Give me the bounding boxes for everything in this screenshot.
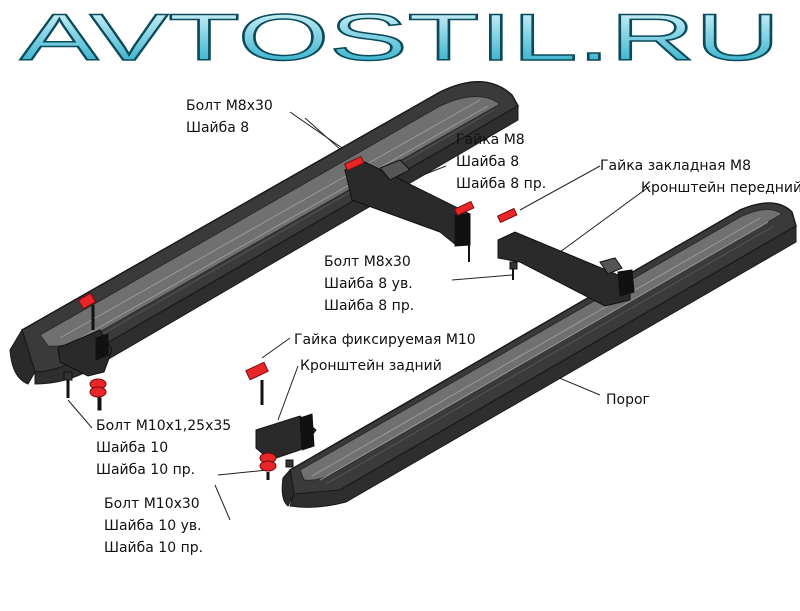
label-nut-m8-3: Шайба 8 пр. bbox=[456, 176, 546, 192]
label-bolt-m10-125-2: Шайба 10 bbox=[96, 440, 168, 456]
label-rear-bracket: Кронштейн задний bbox=[300, 358, 442, 374]
label-mid-bolt-2: Шайба 8 ув. bbox=[324, 276, 413, 292]
site-logo: AVTOSTIL.RU bbox=[19, 2, 781, 72]
front-bracket-left bbox=[344, 159, 471, 247]
left-running-board bbox=[9, 81, 520, 385]
label-embed-nut-1: Гайка закладная М8 bbox=[600, 158, 751, 174]
label-bolt-m10-2: Шайба 10 ув. bbox=[104, 518, 202, 534]
front-bracket-right bbox=[497, 231, 635, 307]
label-bolt-m10-125-3: Шайба 10 пр. bbox=[96, 462, 195, 478]
label-fix-nut: Гайка фиксируемая М10 bbox=[294, 332, 476, 348]
label-mid-bolt-3: Шайба 8 пр. bbox=[324, 298, 414, 314]
label-bolt-m10-1: Болт М10х30 bbox=[104, 496, 200, 512]
label-bolt-m10-3: Шайба 10 пр. bbox=[104, 540, 203, 556]
label-sill: Порог bbox=[606, 392, 650, 408]
label-nut-m8-2: Шайба 8 bbox=[456, 154, 519, 170]
label-nut-m8-1: Гайка М8 bbox=[456, 132, 525, 148]
label-embed-nut-2: Кронштейн передний bbox=[641, 180, 800, 196]
callout-labels: Болт М8х30 Шайба 8 Гайка М8 Шайба 8 Шайб… bbox=[96, 98, 800, 556]
label-top-bolt-1: Болт М8х30 bbox=[186, 98, 273, 114]
right-running-board bbox=[281, 202, 797, 508]
bolts bbox=[63, 232, 518, 480]
label-mid-bolt-1: Болт М8х30 bbox=[324, 254, 411, 270]
label-top-bolt-2: Шайба 8 bbox=[186, 120, 249, 136]
label-bolt-m10-125-1: Болт М10х1,25х35 bbox=[96, 418, 231, 434]
rear-bracket-left bbox=[57, 329, 113, 377]
red-fasteners bbox=[77, 155, 518, 472]
logo-text: AVTOSTIL.RU bbox=[20, 2, 780, 72]
rear-bracket-right bbox=[255, 413, 317, 461]
